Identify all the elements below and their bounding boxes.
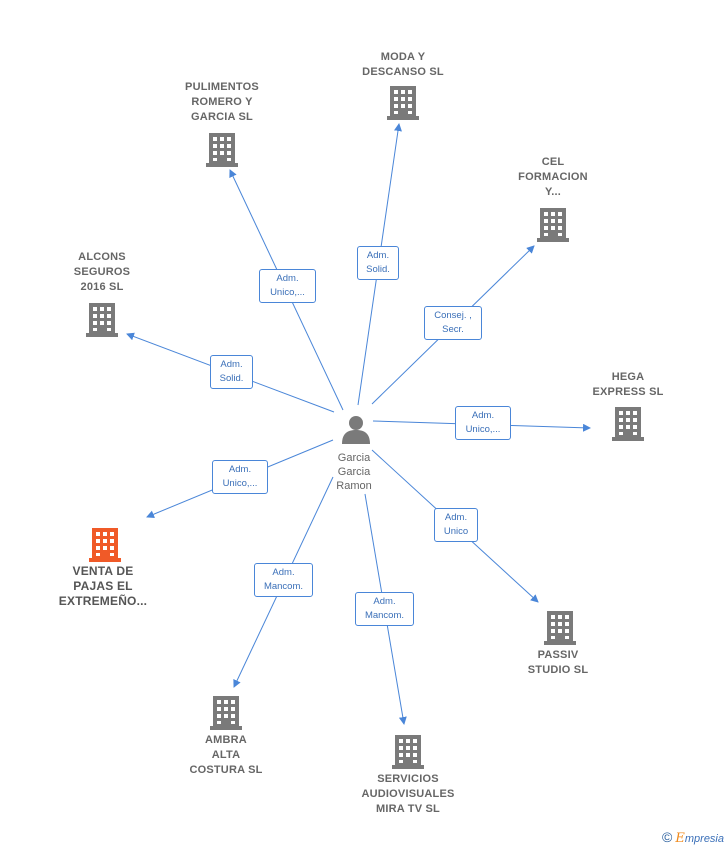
relation-label-line: Solid. bbox=[366, 264, 390, 275]
person-name[interactable]: Garcia Garcia Ramon bbox=[314, 451, 394, 493]
company-name-ambra[interactable]: AMBRA ALTA COSTURA SL bbox=[166, 733, 286, 778]
brand-logo-initial: E bbox=[675, 831, 685, 846]
relation-label-pulimentos[interactable]: Adm. Unico,... bbox=[259, 269, 316, 303]
company-name-line: EXTREMEÑO... bbox=[58, 594, 148, 608]
relation-label-passiv[interactable]: Adm. Unico bbox=[434, 508, 478, 542]
person-name-line: Garcia bbox=[337, 466, 371, 478]
company-name-line: PASSIV bbox=[537, 649, 579, 661]
company-name-line: GARCIA SL bbox=[191, 111, 253, 123]
company-name-line: VENTA DE bbox=[72, 564, 134, 578]
company-name-line: EXPRESS SL bbox=[592, 386, 664, 398]
relation-label-line: Mancom. bbox=[263, 581, 304, 592]
person-icon[interactable] bbox=[342, 416, 370, 444]
relation-label-moda[interactable]: Adm. Solid. bbox=[357, 246, 399, 280]
company-name-line: 2016 SL bbox=[80, 281, 124, 293]
relation-label-servicios[interactable]: Adm. Mancom. bbox=[355, 592, 414, 626]
building-icon[interactable] bbox=[206, 133, 238, 167]
company-name-line: AUDIOVISUALES bbox=[361, 788, 455, 800]
building-icon[interactable] bbox=[210, 696, 242, 730]
relation-label-line: Adm. bbox=[444, 512, 468, 523]
relation-label-line: Unico,... bbox=[270, 287, 305, 298]
company-name-pulimentos[interactable]: PULIMENTOS ROMERO Y GARCIA SL bbox=[162, 80, 282, 125]
relation-label-line: Mancom. bbox=[364, 610, 405, 621]
company-name-line: SEGUROS bbox=[73, 266, 131, 278]
relation-label-alcons[interactable]: Adm. Solid. bbox=[210, 355, 253, 389]
relation-label-venta[interactable]: Adm. Unico,... bbox=[212, 460, 268, 494]
company-name-line: ALCONS bbox=[78, 251, 126, 263]
company-name-line: DESCANSO SL bbox=[362, 66, 444, 78]
company-name-line: CEL bbox=[541, 156, 565, 168]
company-name-line: AMBRA bbox=[205, 734, 247, 746]
relation-label-line: Adm. bbox=[471, 410, 495, 421]
company-name-line: STUDIO SL bbox=[527, 664, 589, 676]
company-name-hega[interactable]: HEGA EXPRESS SL bbox=[568, 370, 688, 400]
company-name-passiv[interactable]: PASSIV STUDIO SL bbox=[498, 648, 618, 678]
relation-label-line: Adm. bbox=[228, 464, 252, 475]
company-name-line: PAJAS EL bbox=[73, 579, 133, 593]
relation-label-hega[interactable]: Adm. Unico,... bbox=[455, 406, 511, 440]
person-name-line: Garcia bbox=[337, 452, 371, 464]
brand-footer[interactable]: ©Empresia bbox=[662, 829, 724, 846]
relation-label-cel[interactable]: Consej. , Secr. bbox=[424, 306, 482, 340]
relation-label-line: Adm. bbox=[276, 273, 299, 284]
copyright-icon: © bbox=[662, 829, 673, 845]
building-icon[interactable] bbox=[537, 208, 569, 242]
company-name-line: COSTURA SL bbox=[189, 764, 263, 776]
relation-label-line: Adm. bbox=[366, 250, 390, 261]
company-name-line: MIRA TV SL bbox=[376, 803, 440, 815]
relation-label-line: Unico bbox=[443, 526, 469, 537]
company-name-line: ROMERO Y bbox=[191, 96, 253, 108]
relation-label-line: Solid. bbox=[219, 373, 244, 384]
company-name-servicios[interactable]: SERVICIOS AUDIOVISUALES MIRA TV SL bbox=[348, 772, 468, 817]
company-name-line: SERVICIOS bbox=[377, 773, 439, 785]
company-name-line: PULIMENTOS bbox=[185, 81, 259, 93]
relation-label-line: Adm. bbox=[373, 596, 396, 607]
company-name-line: Y... bbox=[544, 186, 562, 198]
company-name-moda[interactable]: MODA Y DESCANSO SL bbox=[343, 50, 463, 80]
company-name-line: MODA Y bbox=[380, 51, 426, 63]
relation-label-line: Adm. bbox=[272, 567, 295, 578]
company-name-alcons[interactable]: ALCONS SEGUROS 2016 SL bbox=[42, 250, 162, 295]
building-icon[interactable] bbox=[544, 611, 576, 645]
company-name-line: ALTA bbox=[211, 749, 241, 761]
brand-logo-text: mpresia bbox=[684, 833, 724, 845]
relation-label-line: Consej. , bbox=[434, 310, 472, 321]
relation-label-line: Adm. bbox=[220, 359, 243, 370]
person-name-line: Ramon bbox=[336, 480, 372, 492]
building-icon[interactable] bbox=[387, 86, 419, 120]
company-name-line: HEGA bbox=[611, 371, 645, 383]
company-name-line: FORMACION bbox=[518, 171, 588, 183]
relation-label-line: Unico,... bbox=[465, 424, 501, 435]
building-icon[interactable] bbox=[612, 407, 644, 441]
relation-label-line: Secr. bbox=[442, 324, 464, 335]
building-icon[interactable] bbox=[89, 528, 121, 562]
building-icon[interactable] bbox=[392, 735, 424, 769]
relation-label-line: Unico,... bbox=[222, 478, 258, 489]
building-icon[interactable] bbox=[86, 303, 118, 337]
company-name-cel[interactable]: CEL FORMACION Y... bbox=[493, 155, 613, 200]
relation-label-ambra[interactable]: Adm. Mancom. bbox=[254, 563, 313, 597]
